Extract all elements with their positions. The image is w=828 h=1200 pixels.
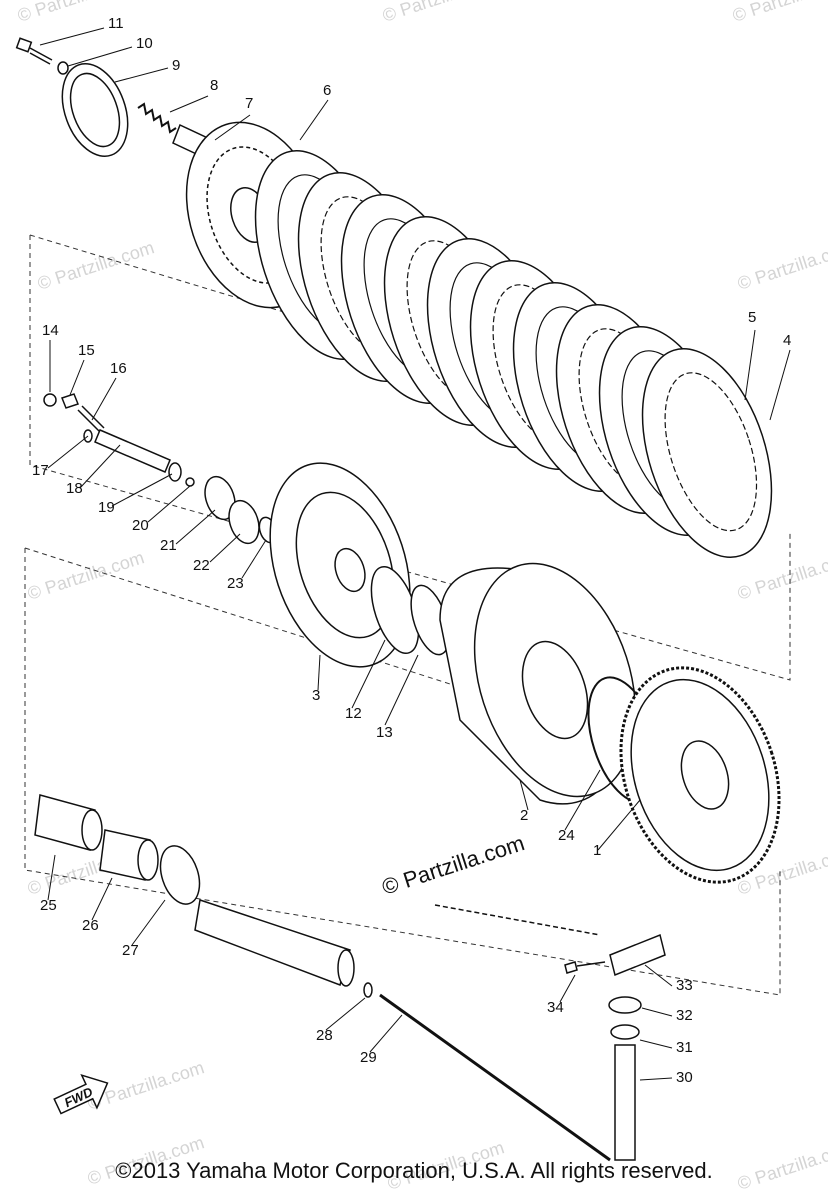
leader-line: [317, 654, 321, 691]
callout-number: 12: [345, 705, 362, 722]
callout-number: 1: [593, 842, 601, 859]
leader-line: [744, 329, 756, 401]
main-axle-shaft: [194, 899, 355, 987]
thrust-parts-12-13: [370, 566, 450, 656]
callout-number: 9: [172, 57, 180, 74]
plate-inner-edge: [664, 372, 758, 532]
copyright-notice: ©2013 Yamaha Motor Corporation, U.S.A. A…: [115, 1158, 713, 1183]
primary-driven-gear-1: [619, 666, 781, 884]
callout-number: 16: [110, 360, 127, 377]
pressure-plate-9: [61, 62, 129, 158]
leader-line: [639, 1039, 673, 1049]
clutch-boss-3: [269, 462, 411, 668]
callout-number: 27: [122, 942, 139, 959]
callout-number: 5: [748, 309, 756, 326]
clutch-housing-2: [439, 562, 637, 805]
leader-line: [131, 899, 166, 946]
leader-line: [559, 974, 576, 1003]
leader-line: [69, 359, 85, 396]
callout-number: 6: [323, 82, 331, 99]
callout-number: 10: [136, 35, 153, 52]
small-parts-14-20: [43, 393, 195, 487]
leader-line: [91, 377, 117, 421]
callout-number: 29: [360, 1049, 377, 1066]
leader-line: [351, 639, 386, 709]
background-watermark: © Partzilla.com: [35, 237, 157, 294]
background-watermark: © Partzilla.com: [380, 0, 502, 26]
callout-number: 24: [558, 827, 575, 844]
leader-line: [147, 485, 191, 523]
callout-number: 31: [676, 1039, 693, 1056]
background-watermark: © Partzilla.com: [25, 547, 147, 604]
bearing-27: [159, 845, 201, 905]
leader-line: [175, 509, 216, 545]
leader-line: [111, 473, 173, 507]
leader-line: [384, 654, 419, 726]
leader-line: [597, 799, 641, 851]
leader-line: [91, 877, 113, 921]
leader-line: [209, 533, 241, 563]
callout-number: 25: [40, 897, 57, 914]
callout-number: 19: [98, 499, 115, 516]
push-rod-29: [379, 993, 611, 1162]
callout-number: 4: [783, 332, 791, 349]
leader-line: [325, 997, 366, 1031]
washer-10: [57, 61, 69, 75]
steel-plate: [641, 347, 773, 559]
callout-number: 3: [312, 687, 320, 704]
needle-bearing-25: [34, 794, 103, 851]
callout-number: 30: [676, 1069, 693, 1086]
leader-line: [641, 1007, 673, 1017]
leader-line: [214, 114, 251, 141]
leader-line: [769, 349, 791, 421]
callout-layer: 1234567891011121314151617181920212223242…: [32, 15, 791, 1086]
background-watermark: © Partzilla.com: [735, 547, 828, 604]
leader-line: [79, 444, 121, 489]
callout-number: 14: [42, 322, 59, 339]
push-lever-parts-30-34: [434, 904, 666, 1161]
callout-number: 8: [210, 77, 218, 94]
callout-number: 17: [32, 462, 49, 479]
callout-number: 20: [132, 517, 149, 534]
leader-line: [519, 779, 529, 811]
leader-line: [169, 95, 209, 113]
leader-line: [47, 854, 56, 901]
callout-number: 15: [78, 342, 95, 359]
leader-line: [369, 1014, 403, 1053]
callout-number: 2: [520, 807, 528, 824]
callout-number: 7: [245, 95, 253, 112]
partzilla-watermark: © Partzilla.com: [379, 830, 528, 900]
callout-number: 33: [676, 977, 693, 994]
leader-line: [67, 46, 133, 67]
background-watermark: © Partzilla.com: [730, 0, 828, 26]
callout-number: 34: [547, 999, 564, 1016]
leader-line: [114, 67, 169, 83]
callout-number: 32: [676, 1007, 693, 1024]
leader-line: [39, 27, 105, 46]
callout-number: 13: [376, 724, 393, 741]
callout-number: 21: [160, 537, 177, 554]
spring-8: [137, 102, 177, 134]
callout-number: 11: [108, 15, 124, 32]
spacer-26: [99, 829, 159, 881]
leader-line: [299, 99, 329, 141]
callout-number: 22: [193, 557, 210, 574]
leader-line: [644, 964, 673, 987]
callout-number: 23: [227, 575, 244, 592]
nut-washer-21-23: [204, 475, 278, 545]
bolt-11: [15, 37, 53, 65]
background-watermark: © Partzilla.com: [735, 237, 828, 294]
leader-line: [564, 769, 601, 831]
leader-line: [241, 539, 267, 579]
leader-line: [47, 435, 89, 469]
ring-28: [363, 982, 373, 998]
callout-number: 26: [82, 917, 99, 934]
clutch-plate-stack: [254, 149, 773, 559]
callout-number: 28: [316, 1027, 333, 1044]
leader-line: [639, 1077, 673, 1081]
callout-number: 18: [66, 480, 83, 497]
